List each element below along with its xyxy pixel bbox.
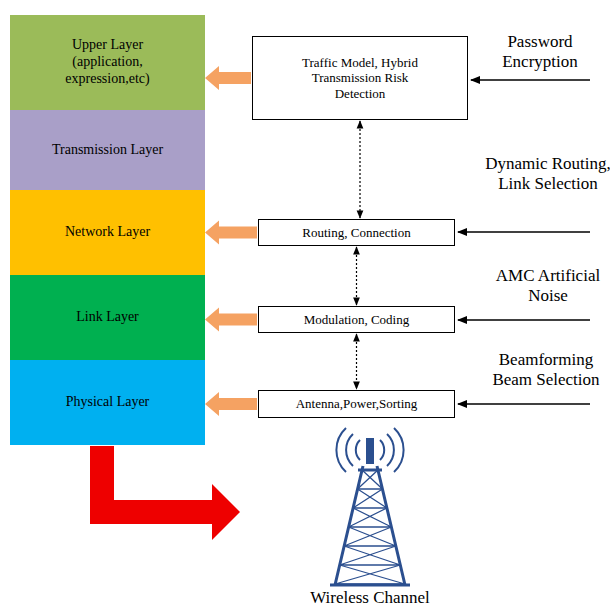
- layer-band: Physical Layer: [10, 360, 205, 445]
- node-text: Network Layer: [65, 224, 150, 241]
- function-box: Routing, Connection: [258, 219, 455, 246]
- dotted-arrow: [359, 121, 360, 218]
- layer-band: Link Layer: [10, 275, 205, 360]
- technique-label: Password Encryption: [478, 32, 603, 73]
- dotted-arrow: [356, 247, 357, 305]
- input-arrow: [458, 403, 590, 404]
- node-text: Link Layer: [76, 309, 139, 326]
- node-text: Transmission Layer: [52, 142, 163, 159]
- tower-icon: [330, 428, 410, 585]
- dotted-arrow: [356, 334, 357, 389]
- layer-band: Upper Layer (application, expression,etc…: [10, 15, 205, 110]
- layer-band: Transmission Layer: [10, 110, 205, 190]
- technique-label: Beamforming Beam Selection: [484, 350, 609, 391]
- node-text: Routing, Connection: [302, 225, 410, 241]
- function-box: Modulation, Coding: [258, 306, 455, 333]
- orange-arrow: [205, 308, 257, 332]
- red-arrow: [90, 446, 240, 540]
- function-box: Antenna,Power,Sorting: [258, 390, 455, 418]
- node-text: Upper Layer (application, expression,etc…: [45, 37, 170, 87]
- node-text: Antenna,Power,Sorting: [296, 396, 418, 412]
- function-box: Traffic Model, Hybrid Transmission Risk …: [252, 36, 468, 120]
- orange-arrow: [205, 66, 251, 90]
- input-arrow: [458, 231, 590, 232]
- input-arrow: [458, 319, 590, 320]
- layer-band: Network Layer: [10, 190, 205, 275]
- channel-label: Wireless Channel: [270, 588, 470, 608]
- node-text: Modulation, Coding: [304, 312, 409, 328]
- orange-arrow: [205, 221, 257, 245]
- technique-label: Dynamic Routing, Link Selection: [481, 154, 610, 195]
- node-text: Traffic Model, Hybrid Transmission Risk …: [299, 55, 421, 102]
- technique-label: AMC Artificial Noise: [489, 266, 607, 307]
- node-text: Physical Layer: [66, 394, 150, 411]
- orange-arrow: [205, 392, 257, 416]
- input-arrow: [471, 79, 590, 80]
